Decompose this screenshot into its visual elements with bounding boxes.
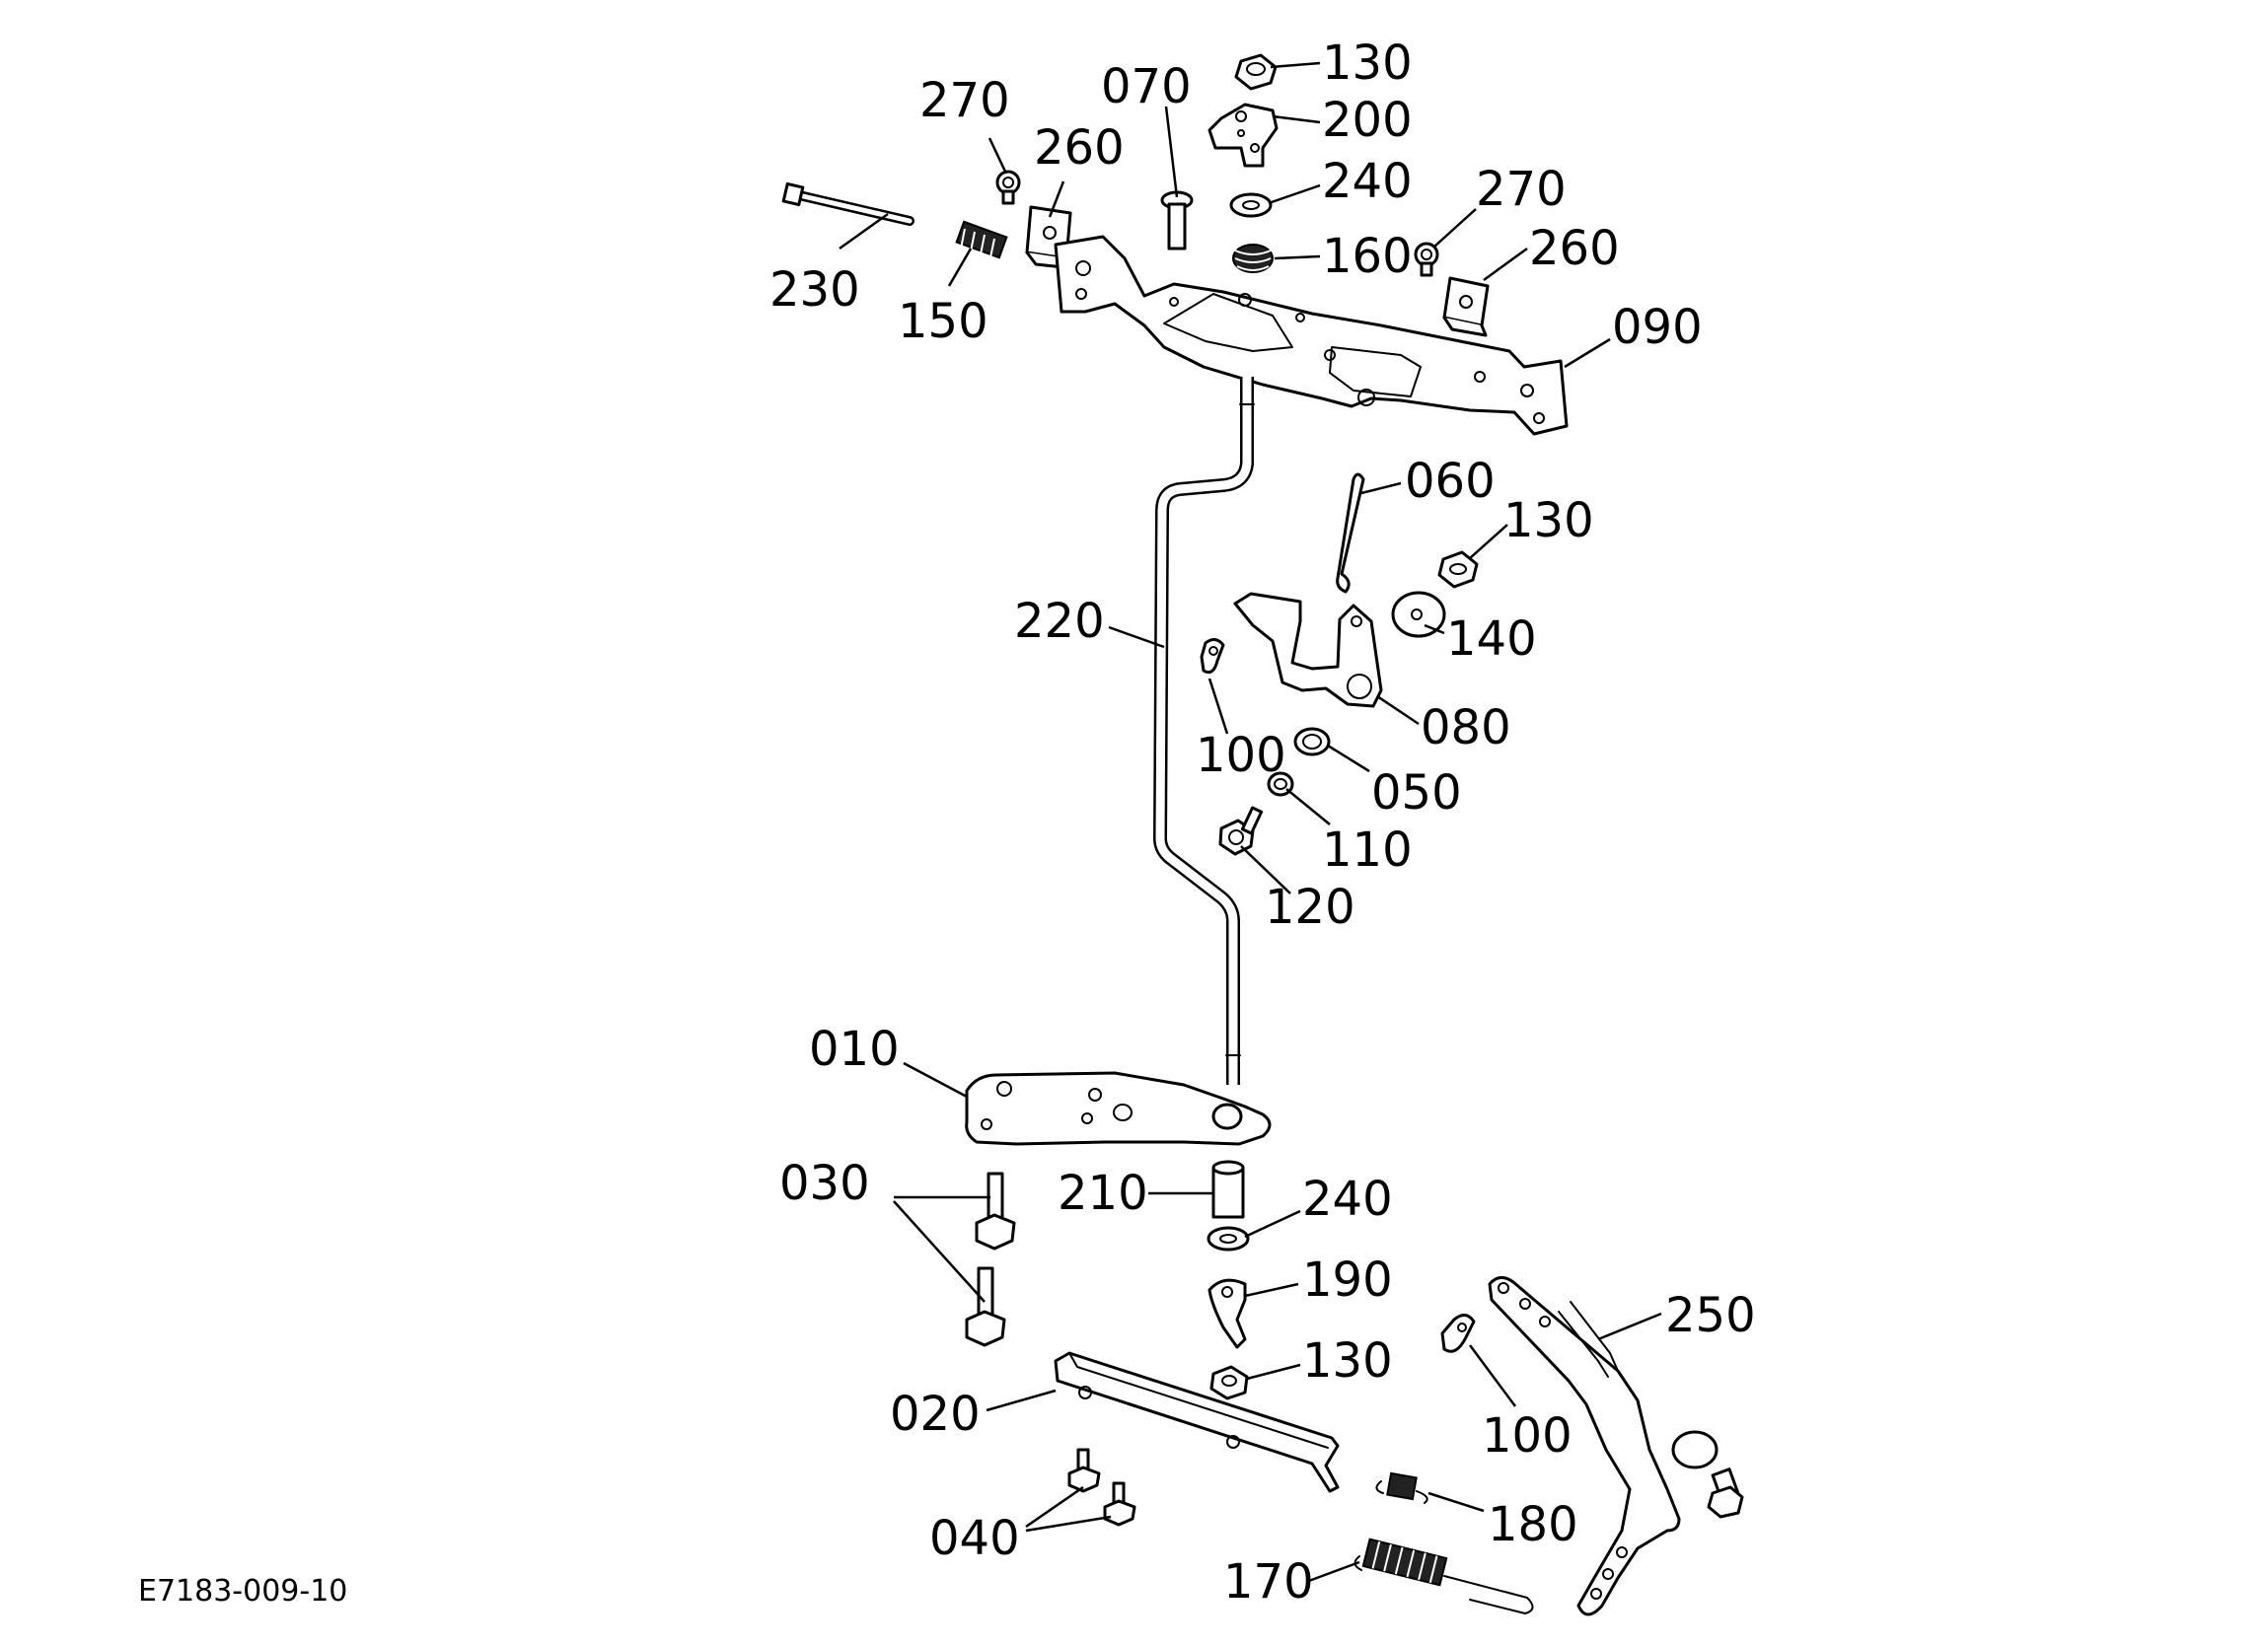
part-220-rod xyxy=(1153,377,1255,1085)
callout-130-lower: 130 xyxy=(1302,1333,1393,1389)
part-070-pin xyxy=(1160,190,1194,250)
callout-150: 150 xyxy=(898,294,988,349)
part-180-spring xyxy=(1375,1471,1428,1504)
part-250-lever xyxy=(1488,1276,1744,1616)
part-010-base-plate xyxy=(965,1071,1272,1146)
part-130-nut-top xyxy=(1234,53,1278,91)
part-260-clip-right xyxy=(1442,276,1490,337)
callout-270-right: 270 xyxy=(1476,162,1567,217)
part-130-nut-middle xyxy=(1437,550,1479,589)
callout-190: 190 xyxy=(1302,1252,1393,1308)
part-150-spring xyxy=(955,220,1008,259)
callout-180: 180 xyxy=(1488,1497,1578,1552)
part-030-bolt-lower xyxy=(965,1266,1006,1347)
callout-030: 030 xyxy=(779,1156,870,1211)
part-120-bolt xyxy=(1218,806,1264,856)
callout-170: 170 xyxy=(1223,1554,1314,1610)
callout-220: 220 xyxy=(1014,594,1105,649)
part-100-clip-lower xyxy=(1440,1314,1476,1353)
part-020-bracket xyxy=(1054,1351,1340,1493)
leader-lines xyxy=(839,61,1662,1584)
callout-260-left: 260 xyxy=(1034,120,1125,176)
part-240-washer-lower xyxy=(1207,1226,1250,1252)
callout-050: 050 xyxy=(1371,765,1462,821)
part-030-bolt-upper xyxy=(975,1172,1016,1251)
callout-130-top: 130 xyxy=(1322,36,1413,91)
part-270-bolt-left xyxy=(995,170,1021,205)
callout-160: 160 xyxy=(1322,229,1413,284)
part-210-bushing xyxy=(1211,1160,1245,1219)
callout-070: 070 xyxy=(1101,59,1192,114)
part-130-nut-lower xyxy=(1209,1365,1249,1400)
part-060-link xyxy=(1336,472,1365,594)
part-240-washer-top xyxy=(1229,192,1273,218)
part-090-main-bracket xyxy=(1054,235,1569,436)
part-100-clip-upper xyxy=(1200,638,1225,675)
callout-230: 230 xyxy=(769,262,860,318)
part-080-arm xyxy=(1233,592,1383,708)
part-160-spring xyxy=(1232,244,1274,273)
callout-020: 020 xyxy=(890,1387,981,1442)
callout-240-top: 240 xyxy=(1322,154,1413,209)
callout-270-left: 270 xyxy=(919,73,1010,128)
part-270-bolt-right xyxy=(1414,242,1439,277)
callout-140: 140 xyxy=(1446,611,1537,667)
part-170-spring xyxy=(1353,1538,1534,1614)
callout-250: 250 xyxy=(1665,1288,1756,1343)
document-code: E7183-009-10 xyxy=(138,1574,347,1609)
part-040-bolt-lower xyxy=(1103,1481,1136,1527)
callout-200: 200 xyxy=(1322,93,1413,148)
callout-120: 120 xyxy=(1265,880,1355,935)
callout-240-lower: 240 xyxy=(1302,1172,1393,1227)
callout-100-lower: 100 xyxy=(1482,1408,1573,1464)
callout-080: 080 xyxy=(1421,700,1511,755)
callout-260-right: 260 xyxy=(1529,221,1620,276)
callout-110: 110 xyxy=(1322,823,1413,878)
callout-100-upper: 100 xyxy=(1196,728,1286,783)
callout-040: 040 xyxy=(929,1511,1020,1566)
part-140-washer xyxy=(1391,591,1446,638)
part-190-lever xyxy=(1207,1278,1247,1349)
callout-130-middle: 130 xyxy=(1503,493,1594,548)
callout-010: 010 xyxy=(809,1022,900,1077)
callout-210: 210 xyxy=(1058,1166,1148,1221)
part-230-pin xyxy=(781,181,915,226)
callout-060: 060 xyxy=(1405,454,1496,509)
callout-090: 090 xyxy=(1612,300,1703,355)
part-050-ring xyxy=(1293,727,1331,756)
callout-labels: 130 070 270 200 260 240 270 160 260 230 … xyxy=(138,36,1756,1610)
part-200-bracket xyxy=(1207,103,1279,168)
part-040-bolt-upper xyxy=(1067,1448,1101,1493)
